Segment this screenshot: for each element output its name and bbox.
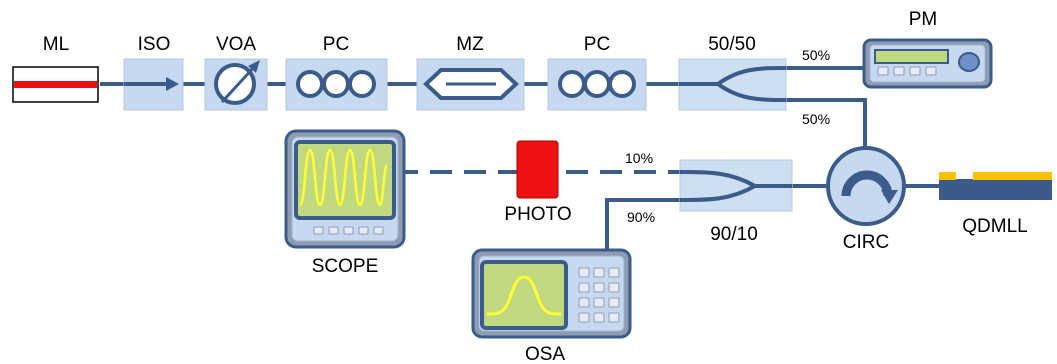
pm-knob [958, 52, 980, 72]
fiber-loops-icon [558, 70, 636, 98]
osa-spectrum-trace [486, 275, 562, 316]
qdmll-contact-left [939, 172, 956, 180]
scope-buttons [313, 226, 384, 235]
arrow-right-icon [124, 77, 179, 91]
circ-label: CIRC [843, 232, 889, 253]
pm-display [874, 49, 949, 64]
photo-label: PHOTO [504, 204, 571, 225]
pc1-label: PC [323, 34, 349, 55]
splitter-9010-component: 90/10 10% 90% [625, 150, 793, 245]
pc2-component: PC [547, 34, 647, 111]
qdmll-label: QDMLL [962, 216, 1027, 237]
iso-component: ISO [123, 34, 184, 111]
qdmll-contact-right [973, 172, 1052, 180]
osa-instrument: OSA [471, 248, 632, 364]
osa-label: OSA [525, 344, 565, 364]
osa-keypad [578, 267, 620, 323]
pm-label: PM [909, 9, 938, 30]
pm-port-label: 50% [802, 47, 830, 63]
circ-port-label: 50% [802, 111, 830, 127]
voa-label: VOA [216, 34, 256, 55]
photo-port-label: 10% [625, 150, 653, 166]
qdmll-substrate [939, 179, 1052, 200]
scope-label: SCOPE [312, 256, 379, 277]
fiber-loops-icon [296, 70, 376, 98]
pm-instrument: PM [862, 9, 993, 89]
ml-component: ML [12, 34, 99, 103]
scope-instrument: SCOPE [284, 129, 406, 277]
mz-label: MZ [456, 34, 484, 55]
osa-screen [480, 260, 568, 330]
scope-pulse-trace [298, 148, 389, 207]
photodetector-body [516, 140, 559, 199]
mach-zehnder-icon [423, 68, 519, 100]
ml-label: ML [43, 34, 69, 55]
photodetector-component: PHOTO [504, 140, 572, 225]
splitter-5050-label: 50/50 [708, 34, 756, 55]
circ-body [826, 146, 906, 226]
circulator-icon [841, 170, 898, 204]
splitter-9010-label: 90/10 [710, 224, 758, 245]
splitter-5050-component: 50/50 50% 50% [678, 34, 830, 127]
voa-component: VOA [204, 34, 268, 111]
circ-component: CIRC [826, 146, 906, 253]
pc2-label: PC [584, 34, 610, 55]
iso-label: ISO [138, 34, 171, 55]
mz-component: MZ [416, 34, 525, 111]
ml-laser-line [14, 81, 97, 88]
variable-attenuator-icon [214, 60, 260, 105]
pm-buttons [877, 66, 937, 76]
osa-port-label: 90% [627, 209, 655, 225]
qdmll-component: QDMLL [939, 172, 1052, 237]
pc1-component: PC [285, 34, 388, 111]
